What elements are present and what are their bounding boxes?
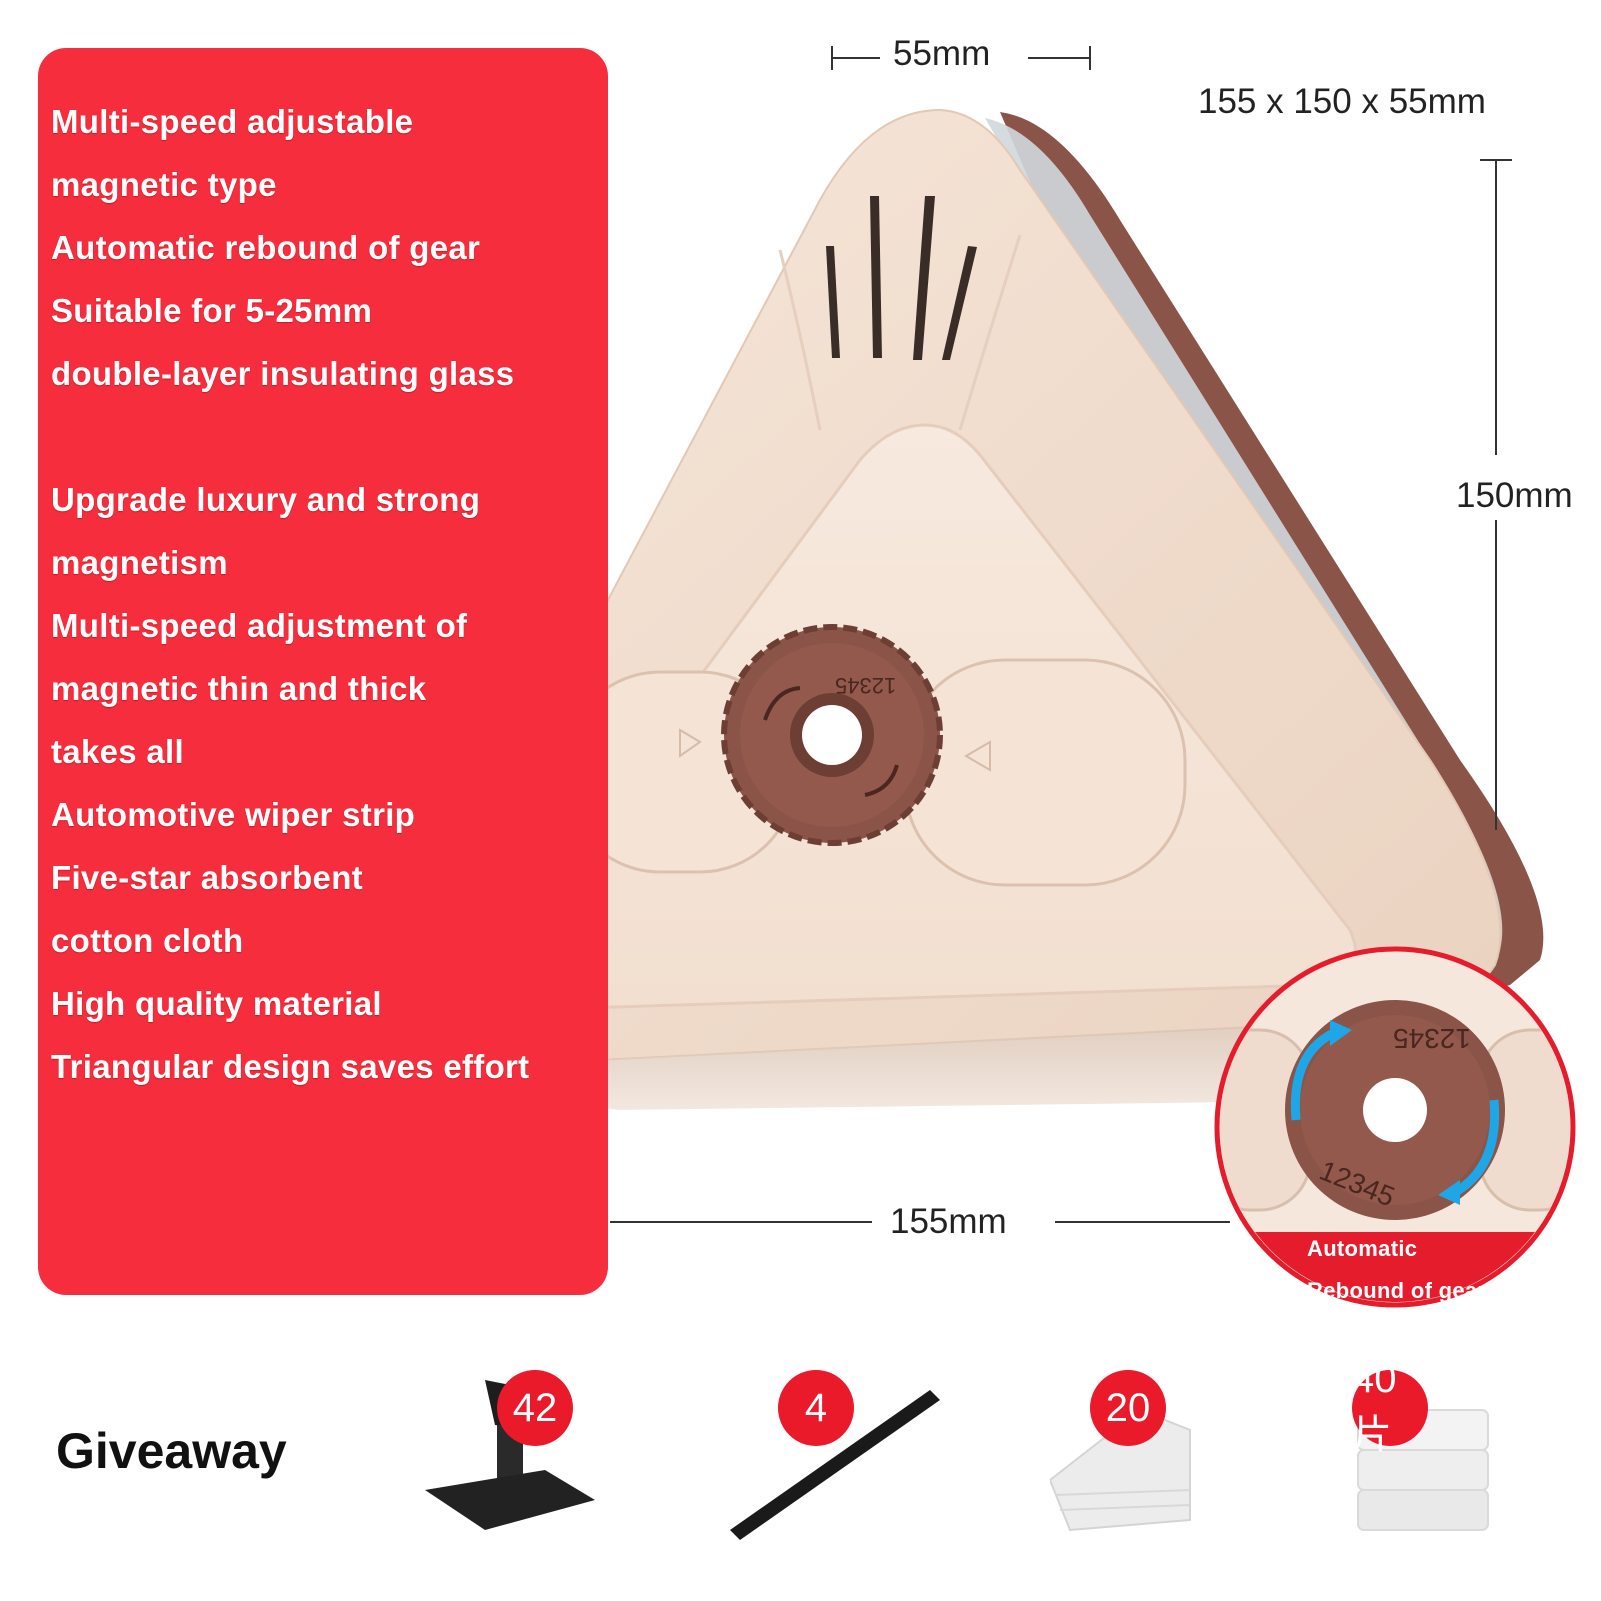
dimension-overall-label: 155 x 150 x 55mm <box>1198 82 1486 121</box>
wiper-strip-icon <box>730 1390 940 1540</box>
giveaway-item-wiper-strip: 4 <box>730 1370 940 1550</box>
giveaway-title: Giveaway <box>56 1423 287 1479</box>
feature-line: Automatic rebound of gear <box>51 229 481 266</box>
zoom-callout <box>1214 946 1576 1308</box>
handle-right <box>903 658 1187 887</box>
feature-line: Multi-speed adjustment of <box>51 607 468 644</box>
feature-line: Suitable for 5-25mm <box>51 292 373 329</box>
wiper-edge <box>1000 112 1544 1003</box>
feature-line: High quality material <box>51 985 382 1022</box>
giveaway-item-cotton-pads: 40片 <box>1348 1357 1548 1550</box>
inner-recess <box>482 423 1358 1012</box>
dimension-width-label: 155mm <box>890 1202 1007 1241</box>
giveaway-count-badge: 40片 <box>1352 1357 1428 1457</box>
dimension-height-label: 150mm <box>1456 476 1573 515</box>
cleaner-base <box>584 1020 1415 1110</box>
giveaway-item-triangle-cloth: 20 <box>1048 1370 1250 1550</box>
feature-line: magnetic type <box>51 166 277 203</box>
feature-line: Five-star absorbent <box>51 859 363 896</box>
callout-dial-numbers-top: 12345 <box>1393 1023 1471 1054</box>
feature-line: double-layer insulating glass <box>51 355 515 392</box>
giveaway-item-suction-hook: 42 <box>425 1370 625 1550</box>
callout-line-2: Rebound of gear <box>1307 1278 1487 1303</box>
dimension-top-label: 55mm <box>893 34 991 73</box>
feature-line: magnetic thin and thick <box>51 670 427 707</box>
feature-line: takes all <box>51 733 184 770</box>
feature-panel: Multi-speed adjustable magnetic type Aut… <box>38 48 608 1295</box>
callout-line-1: Automatic <box>1307 1236 1418 1261</box>
giveaway-count-badge: 42 <box>497 1370 573 1446</box>
adjustment-dial <box>721 624 943 846</box>
wiper-glass-edge <box>985 118 1503 975</box>
feature-line: Multi-speed adjustable <box>51 103 414 140</box>
dial-numbers-top: 12345 <box>835 673 897 698</box>
feature-gap <box>51 405 608 468</box>
callout-dial-numbers-bottom: 12345 <box>1315 1154 1400 1213</box>
feature-line: Triangular design saves effort <box>51 1048 530 1085</box>
feature-line: cotton cloth <box>51 922 244 959</box>
feature-line: Upgrade luxury and strong <box>51 481 481 518</box>
giveaway-count-badge: 20 <box>1090 1370 1166 1446</box>
feature-line: magnetism <box>51 544 228 581</box>
giveaway-count-badge: 4 <box>778 1370 854 1446</box>
feature-line: Automotive wiper strip <box>51 796 416 833</box>
vent-slots <box>826 196 977 360</box>
